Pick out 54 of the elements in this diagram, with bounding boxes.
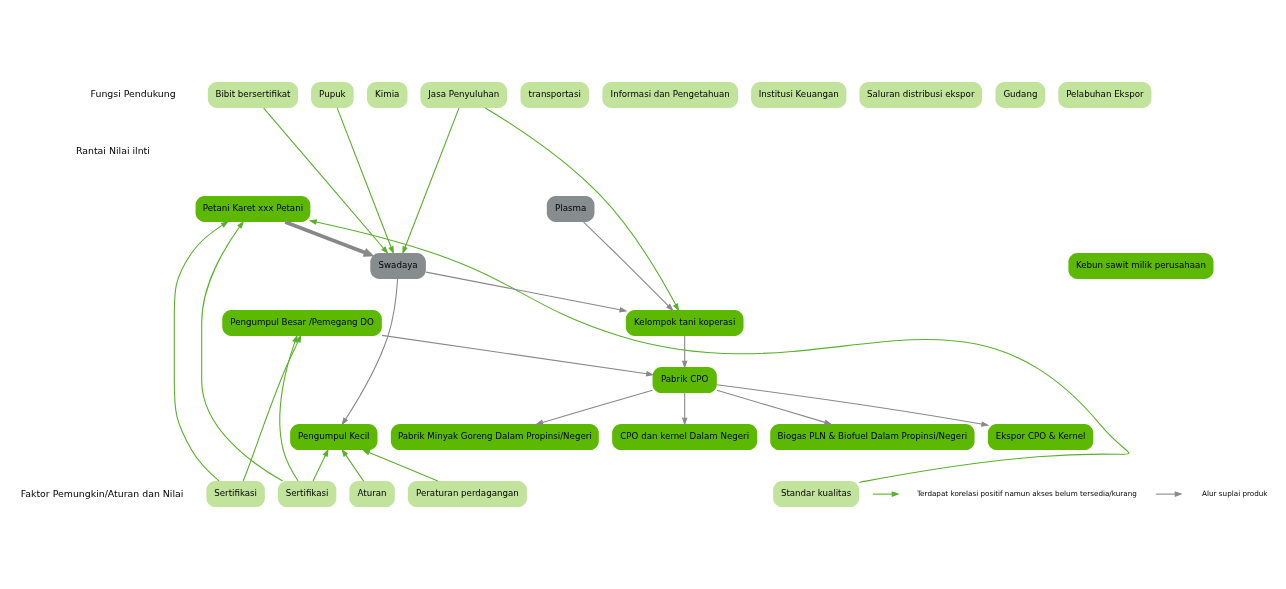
label: Rantai Nilai ilnti xyxy=(75,145,150,157)
node-box: Pelabuhan Ekspor xyxy=(1058,81,1152,108)
arrow xyxy=(381,334,655,377)
node-box: Pabrik CPO xyxy=(652,367,717,394)
arrow xyxy=(312,448,329,482)
node-box: Ekspor CPO & Kernel xyxy=(987,424,1094,451)
node-box: Informasi dan Pengetahuan xyxy=(602,81,739,108)
node-box: Sertifikasi xyxy=(277,481,337,508)
node-box: Institusi Keuangan xyxy=(751,81,847,108)
node-box: CPO dan kernel Dalam Negeri xyxy=(612,424,758,451)
arrow xyxy=(402,107,460,255)
arrow xyxy=(681,392,688,426)
arrow xyxy=(308,219,1130,483)
arrow xyxy=(173,221,229,482)
arrow xyxy=(341,448,365,482)
node-box: Petani Karet xxx Petani xyxy=(195,195,311,222)
arrow xyxy=(484,107,680,312)
node-box: Saluran distribusi ekspor xyxy=(859,81,983,108)
arrow xyxy=(201,220,284,482)
node-box: Plasma xyxy=(546,195,595,222)
arrow xyxy=(583,221,674,312)
node-box: Aturan xyxy=(349,481,395,508)
node-box: Swadaya xyxy=(370,253,426,279)
arrow xyxy=(263,107,389,254)
node-box: Gudang xyxy=(995,81,1046,108)
node-box: Pengumpul Kecil xyxy=(290,424,378,451)
arrow xyxy=(716,384,990,427)
legend-label: Terdapat korelasi positif namun akses belum tersedia/kurang xyxy=(916,488,1137,498)
arrow xyxy=(284,220,375,257)
node-box: Jasa Penyuluhan xyxy=(420,81,508,108)
node-box: Bibit bersertifikat xyxy=(207,81,299,108)
arrow xyxy=(716,389,833,425)
node-box: Kelompok tani koperasi xyxy=(625,310,744,336)
legend-label: Alur suplai produk xyxy=(1202,488,1268,498)
node-box: transportasi xyxy=(520,81,590,108)
node-box: Sertifikasi xyxy=(206,481,265,508)
arrow xyxy=(535,389,654,425)
node-box: Pupuk xyxy=(311,81,354,108)
node-box: Pabrik Minyak Goreng Dalam Propinsi/Negeri xyxy=(390,424,599,451)
node-box: Biogas PLN & Biofuel Dalam Propinsi/Negeri xyxy=(770,424,975,451)
arrow xyxy=(279,334,299,482)
arrow xyxy=(361,449,439,482)
node-box: Kimia xyxy=(367,81,408,108)
arrow xyxy=(681,335,688,369)
node-box: Standar kualitas xyxy=(773,481,860,508)
node-box: Pengumpul Besar /Pemegang DO xyxy=(222,310,382,336)
arrow xyxy=(336,107,394,255)
arrow xyxy=(242,334,302,482)
arrow xyxy=(341,278,399,426)
node-box: Kebun sawit milik perusahaan xyxy=(1068,253,1214,279)
arrow xyxy=(425,271,628,313)
label: Faktor Pemungkin/Aturan dan Nilai xyxy=(20,487,184,499)
label: Fungsi Pendukung xyxy=(90,88,176,100)
node-box: Peraturan perdagangan xyxy=(407,481,527,508)
